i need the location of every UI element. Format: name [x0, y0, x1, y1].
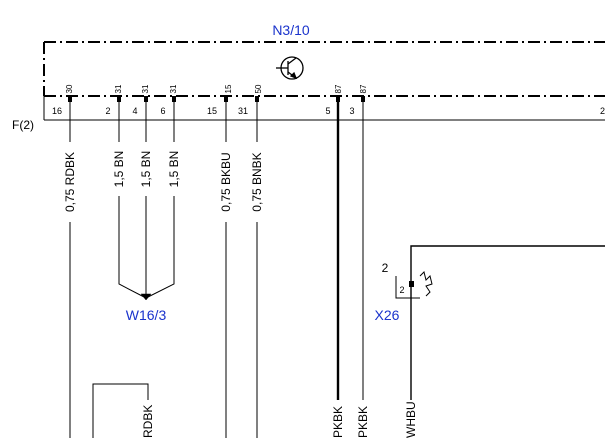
- pin-16: 30 16: [52, 84, 74, 116]
- pin-top-number: 30: [65, 84, 74, 93]
- bottom-wire-label: WHBU: [404, 401, 418, 438]
- bottom-wire-label: PKBK: [331, 406, 345, 438]
- wire-label: 1,5 BN: [139, 151, 153, 188]
- pin-top-number: 87: [334, 84, 343, 93]
- transistor-icon: [276, 56, 304, 80]
- pin-bottom-number: 3: [349, 106, 354, 116]
- connector-pin: [409, 281, 414, 287]
- pin-bottom-number: 31: [238, 106, 248, 116]
- right-edge-pin-number: 2: [600, 106, 605, 116]
- pin-group: 30 16 31 2 31 4 31 6 15 15 50 31: [52, 84, 605, 116]
- pin-bottom-number: 6: [160, 106, 165, 116]
- component-box-edge: [92, 383, 149, 438]
- module-boundary: [43, 41, 605, 121]
- pin-bottom-number: 15: [207, 106, 217, 116]
- connector-x26: 2 2: [382, 261, 433, 299]
- wire-label: 0,75 BKBU: [219, 152, 233, 211]
- wire-label: 0,75 BNBK: [250, 152, 264, 211]
- connector-outer-pin: 2: [382, 261, 389, 275]
- pin-bottom-number: 16: [52, 106, 62, 116]
- wire-label: 0,75 RDBK: [63, 152, 77, 212]
- bottom-wire-label: RDBK: [141, 405, 155, 438]
- pin-top-number: 31: [114, 84, 123, 93]
- pin-top-number: 31: [169, 84, 178, 93]
- wires: [69, 102, 605, 438]
- pin-bottom-number: 2: [105, 106, 110, 116]
- pin-3: 87 3: [349, 84, 368, 116]
- wire-whbu: [410, 245, 605, 400]
- ground-splice-icon: [140, 293, 152, 301]
- wire-label: 1,5 BN: [112, 151, 126, 188]
- pin-top-number: 15: [224, 84, 233, 93]
- pin-4: 31 4: [132, 84, 150, 116]
- pin-6: 31 6: [160, 84, 178, 116]
- pin-top-number: 50: [254, 84, 263, 93]
- connector-label: X26: [375, 307, 400, 323]
- pin-5: 87 5: [325, 84, 343, 116]
- pin-15: 15 15: [207, 84, 233, 116]
- wire-label: 1,5 BN: [167, 151, 181, 188]
- bottom-wire-label: PKBK: [356, 406, 370, 438]
- pin-top-number: 31: [141, 84, 150, 93]
- bottom-labels: RDBK PKBK PKBK WHBU: [141, 401, 418, 438]
- pin-bottom-number: 4: [132, 106, 137, 116]
- module-label: N3/10: [272, 22, 310, 38]
- spring-contact-icon: [419, 271, 433, 297]
- fuse-label: F(2): [12, 118, 34, 132]
- pin-2: 31 2: [105, 84, 123, 116]
- connector-inner-pin: 2: [399, 285, 404, 295]
- pin-top-number: 87: [359, 84, 368, 93]
- ground-label: W16/3: [126, 307, 167, 323]
- wire-bn-1-lower: [118, 196, 147, 299]
- wire-labels: 0,75 RDBK 1,5 BN 1,5 BN 1,5 BN 0,75 BKBU…: [63, 151, 264, 212]
- pin-bottom-number: 5: [325, 106, 330, 116]
- wire-bn-3-lower: [145, 196, 175, 299]
- pin-31: 50 31: [238, 84, 263, 116]
